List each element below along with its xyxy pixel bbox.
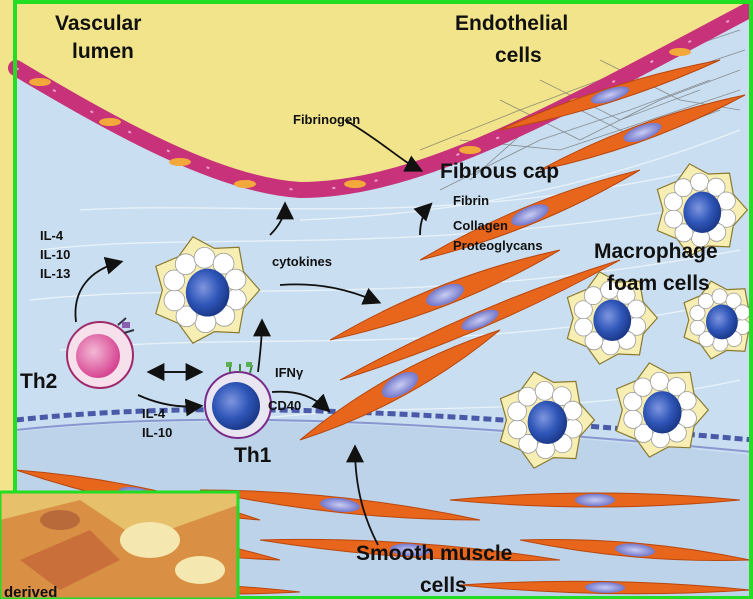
label-vascular-lumen-1: Vascular [55,12,141,35]
endothelial-nucleus [344,180,366,188]
label-endothelial-2: cells [495,44,542,67]
label-il4-bottom: IL-4 [142,406,166,421]
label-cytokines: cytokines [272,254,332,269]
endothelial-nucleus [234,180,256,188]
label-fibrinogen: Fibrinogen [293,112,360,127]
label-endothelial-1: Endothelial [455,12,568,35]
endothelial-nucleus [29,78,51,86]
inset-label: derived [4,584,57,599]
label-cd40: CD40 [268,398,301,413]
label-proteoglycans: Proteoglycans [453,238,543,253]
label-vascular-lumen-2: lumen [72,40,134,63]
label-smooth-muscle-1: Smooth muscle [356,542,512,565]
label-il13: IL-13 [40,266,70,281]
label-th1: Th1 [234,444,272,467]
inset-thumbnail: derived [0,492,238,599]
label-smooth-muscle-2: cells [420,574,467,597]
label-th2: Th2 [20,370,57,393]
label-fibrous-cap: Fibrous cap [440,160,559,183]
endothelial-nucleus [169,158,191,166]
label-il10-bottom: IL-10 [142,425,172,440]
label-fibrin: Fibrin [453,193,489,208]
label-ifn-gamma: IFNγ [275,365,304,380]
label-collagen: Collagen [453,218,508,233]
endothelial-nucleus [459,146,481,154]
label-il10-top: IL-10 [40,247,70,262]
label-macrophage-1: Macrophage [594,240,718,263]
endothelial-nucleus [669,48,691,56]
endothelial-nucleus [99,118,121,126]
label-macrophage-2: foam cells [607,272,710,295]
label-il4-top: IL-4 [40,228,64,243]
